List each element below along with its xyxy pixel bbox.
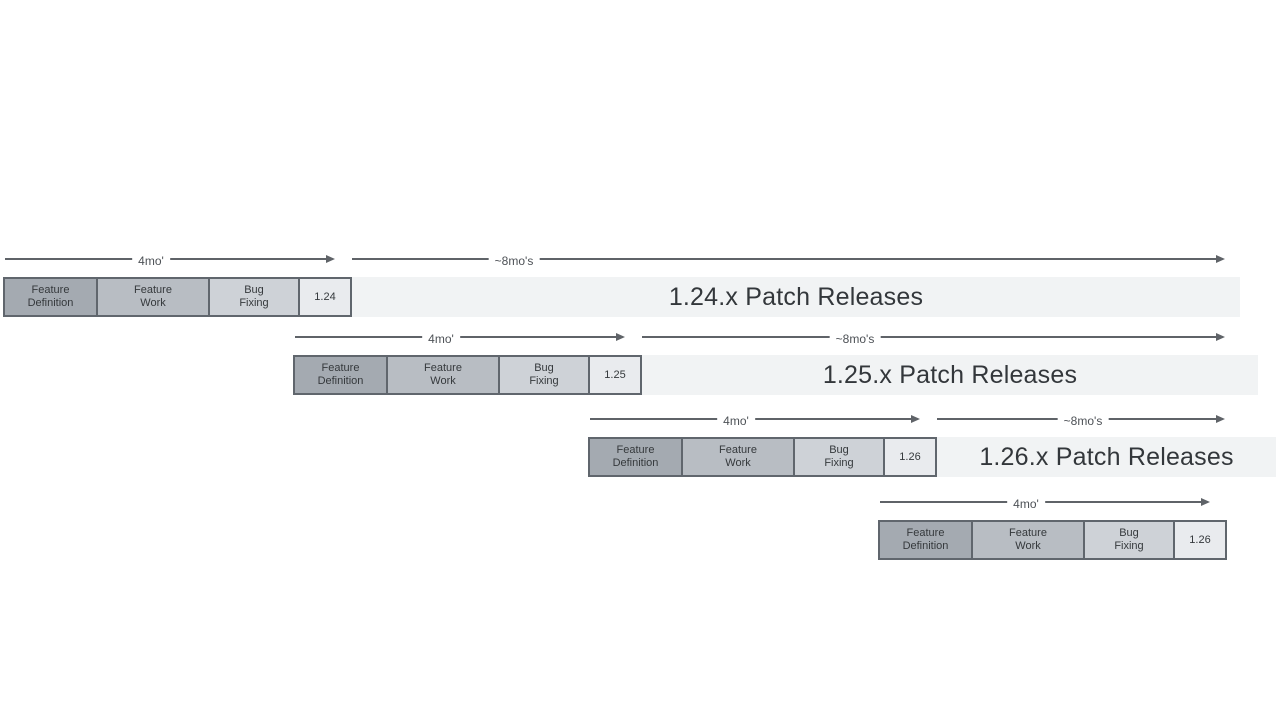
cycle-duration-label: 4mo': [132, 254, 170, 269]
cycle-duration-label: 4mo': [422, 332, 460, 347]
phase-bug-fixing-box: Bug Fixing: [500, 355, 590, 395]
version-label-box: 1.24: [300, 277, 352, 317]
phase-feature-work-box: Feature Work: [98, 277, 210, 317]
phase-label: Fixing: [1114, 540, 1144, 552]
version-label: 1.24: [314, 290, 336, 303]
phase-label: Feature: [31, 284, 70, 296]
version-label: 1.25: [604, 368, 626, 381]
phase-label: Work: [140, 297, 166, 309]
phase-label: Bug: [1119, 527, 1139, 539]
version-label-box: 1.26: [1175, 520, 1227, 560]
phase-label: Feature: [719, 444, 757, 456]
phase-bug-fixing-box: Bug Fixing: [1085, 520, 1175, 560]
phase-label: Feature: [616, 444, 655, 456]
phase-label: Feature: [321, 362, 360, 374]
cycle-duration-label: 4mo': [1007, 497, 1045, 512]
patch-duration-label: ~8mo's: [1057, 414, 1109, 429]
phase-label: Bug: [829, 444, 849, 456]
phase-feature-definition-box: Feature Definition: [878, 520, 973, 560]
cycle-duration-arrow: 4mo': [590, 414, 920, 429]
version-label: 1.26: [899, 450, 921, 463]
phase-label: Fixing: [824, 457, 854, 469]
phase-feature-work-box: Feature Work: [973, 520, 1085, 560]
phase-feature-work-box: Feature Work: [683, 437, 795, 477]
phase-bug-fixing-box: Bug Fixing: [210, 277, 300, 317]
phase-label: Work: [430, 375, 456, 387]
patch-releases-bar: 1.25.x Patch Releases: [642, 355, 1258, 395]
phase-label: Definition: [902, 540, 949, 552]
phase-label: Feature: [906, 527, 945, 539]
phase-label: Feature: [424, 362, 462, 374]
phase-label: Work: [725, 457, 751, 469]
version-label-box: 1.26: [885, 437, 937, 477]
patch-duration-arrow: ~8mo's: [937, 414, 1225, 429]
phase-feature-definition-box: Feature Definition: [3, 277, 98, 317]
cycle-duration-label: 4mo': [717, 414, 755, 429]
phase-feature-definition-box: Feature Definition: [293, 355, 388, 395]
cycle-duration-arrow: 4mo': [5, 254, 335, 269]
phase-label: Definition: [317, 375, 364, 387]
cycle-duration-arrow: 4mo': [295, 332, 625, 347]
phase-label: Fixing: [239, 297, 269, 309]
phase-bug-fixing-box: Bug Fixing: [795, 437, 885, 477]
phase-label: Bug: [534, 362, 554, 374]
phase-box-group: Feature Definition Feature Work Bug Fixi…: [3, 277, 352, 317]
patch-duration-label: ~8mo's: [488, 254, 540, 269]
phase-label: Fixing: [529, 375, 559, 387]
patch-releases-bar: 1.26.x Patch Releases: [937, 437, 1276, 477]
cycle-duration-arrow: 4mo': [880, 497, 1210, 512]
patch-releases-label: 1.26.x Patch Releases: [979, 442, 1234, 471]
phase-label: Definition: [612, 457, 659, 469]
phase-box-group: Feature Definition Feature Work Bug Fixi…: [878, 520, 1227, 560]
phase-feature-definition-box: Feature Definition: [588, 437, 683, 477]
phase-box-group: Feature Definition Feature Work Bug Fixi…: [293, 355, 642, 395]
phase-feature-work-box: Feature Work: [388, 355, 500, 395]
phase-label: Definition: [27, 297, 74, 309]
patch-duration-arrow: ~8mo's: [642, 332, 1225, 347]
patch-releases-bar: 1.24.x Patch Releases: [352, 277, 1240, 317]
version-label: 1.26: [1189, 533, 1211, 546]
phase-label: Feature: [134, 284, 172, 296]
patch-releases-label: 1.25.x Patch Releases: [822, 360, 1078, 389]
phase-box-group: Feature Definition Feature Work Bug Fixi…: [588, 437, 937, 477]
patch-duration-arrow: ~8mo's: [352, 254, 1225, 269]
patch-duration-label: ~8mo's: [829, 332, 881, 347]
patch-releases-label: 1.24.x Patch Releases: [668, 282, 924, 311]
phase-label: Work: [1015, 540, 1041, 552]
phase-label: Bug: [244, 284, 264, 296]
version-label-box: 1.25: [590, 355, 642, 395]
phase-label: Feature: [1009, 527, 1047, 539]
